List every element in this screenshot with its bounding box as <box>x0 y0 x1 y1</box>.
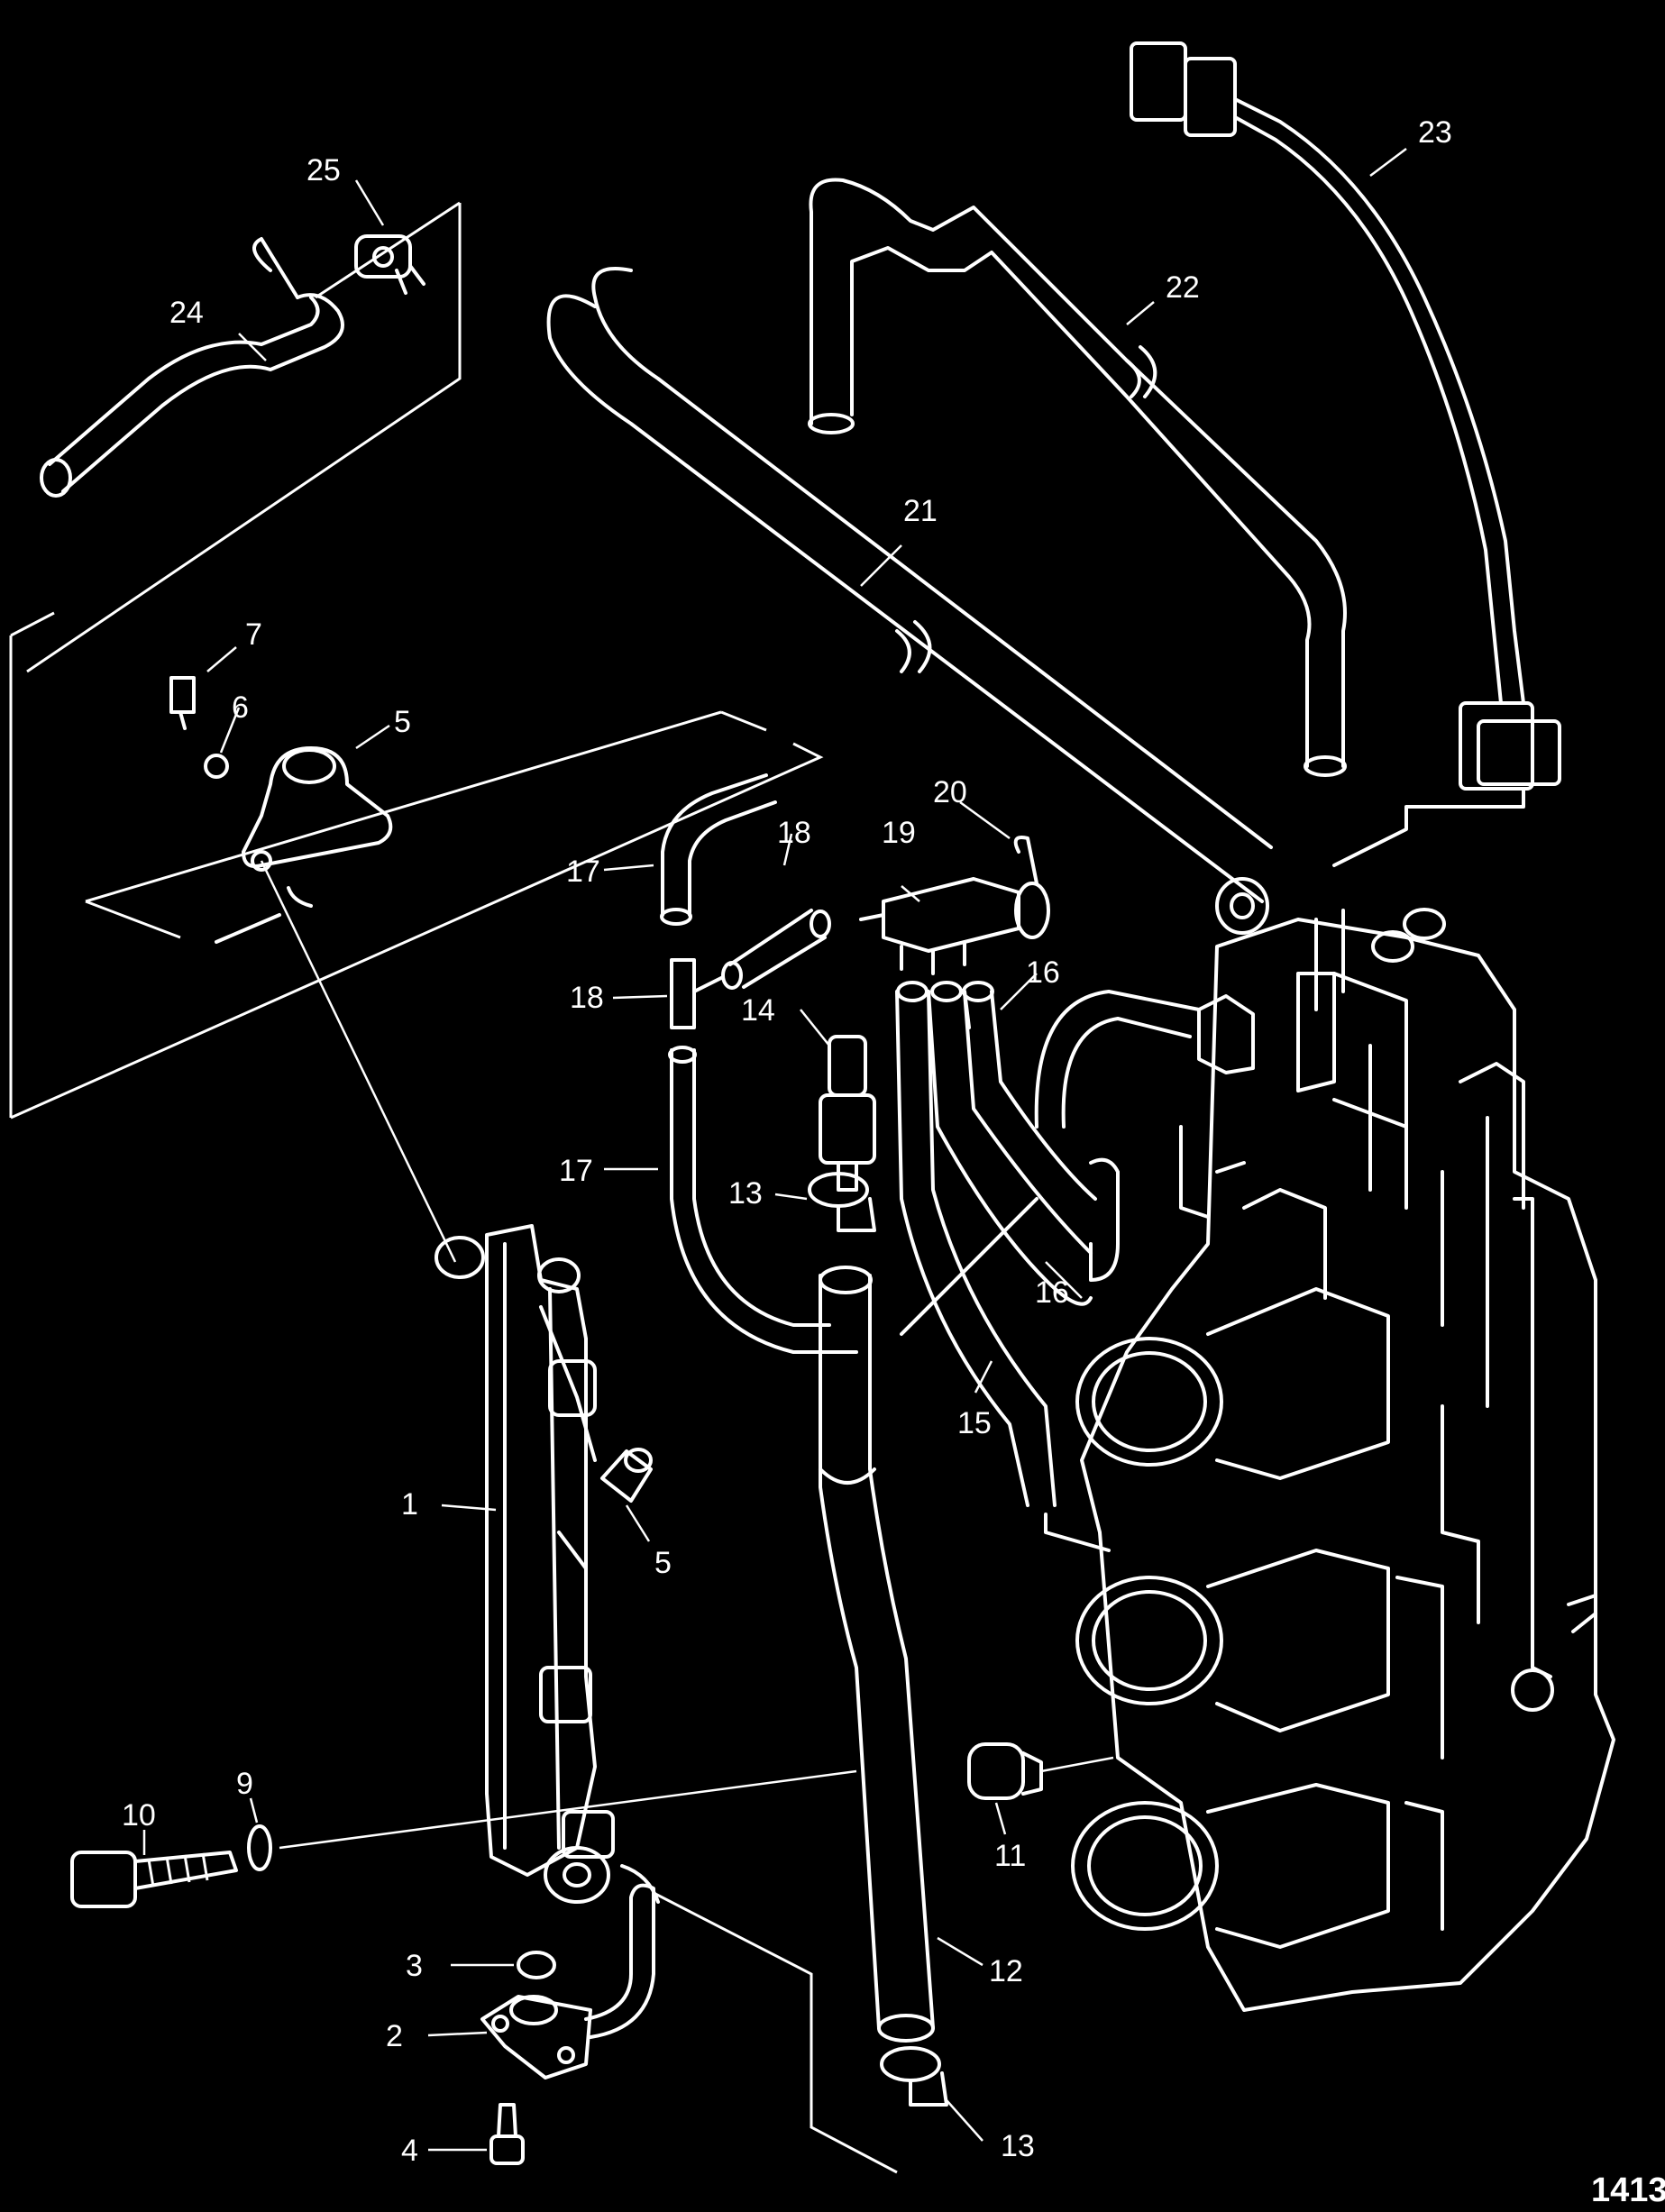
callout-1: 1 <box>401 1487 418 1522</box>
callout-20: 18 <box>777 816 811 850</box>
figure-number: 1413 <box>1591 2171 1665 2209</box>
harness-25 <box>1130 41 1561 867</box>
callout-15: 15 <box>957 1406 992 1440</box>
callout-27: 25 <box>306 153 341 187</box>
washer-9 <box>247 1824 272 1871</box>
callout-26: 24 <box>169 296 204 330</box>
hoses-15-16 <box>895 981 1201 1507</box>
hose-17 <box>668 1046 1038 1354</box>
hose-26 <box>40 237 344 498</box>
screw-4 <box>489 2103 525 2165</box>
part-drawings <box>9 41 1615 2174</box>
part-6-assembly <box>169 676 393 944</box>
leader-lines <box>142 148 1407 2152</box>
clamp-22 <box>1013 836 1050 939</box>
callout-13-lower: 13 <box>1001 2129 1035 2163</box>
hose-12 <box>819 1266 935 2043</box>
part-14 <box>819 1035 876 1192</box>
manifold-21 <box>859 877 1020 975</box>
callout-19: 17 <box>566 855 600 889</box>
hose-23 <box>546 267 1273 935</box>
hose-24 <box>808 178 1347 777</box>
callout-18-label: 18 <box>570 981 604 1015</box>
callout-24: 22 <box>1166 270 1200 305</box>
oring-3 <box>517 1951 556 1979</box>
callout-14: 14 <box>741 993 775 1028</box>
hose-20 <box>721 909 831 990</box>
hose-19 <box>660 773 777 926</box>
callout-6: 5 <box>394 705 411 739</box>
callout-25: 23 <box>1418 115 1452 150</box>
callout-21: 19 <box>882 816 916 850</box>
callout-8: 6 <box>232 690 249 725</box>
callout-16-lower: 16 <box>1035 1275 1069 1310</box>
callout-3: 3 <box>406 1949 423 1983</box>
fuel-rail-1 <box>435 1224 660 1904</box>
part-18 <box>670 958 723 1029</box>
callout-labels: 25 24 23 22 21 7 6 5 20 18 19 17 16 16 1… <box>122 115 1665 2209</box>
part-5 <box>600 1448 653 1503</box>
grommet-11 <box>967 1742 1114 1800</box>
callout-4: 4 <box>401 2134 418 2168</box>
clamp-27 <box>354 234 425 295</box>
callout-10: 10 <box>122 1798 156 1833</box>
callout-17: 17 <box>559 1154 593 1188</box>
bracket-2 <box>480 1883 655 2079</box>
callout-12: 12 <box>989 1954 1023 1988</box>
clamp-13-lower <box>880 2046 948 2107</box>
callout-2: 2 <box>386 2019 403 2053</box>
callout-5: 5 <box>654 1546 672 1580</box>
clamp-13-upper <box>808 1172 876 1232</box>
callout-7: 7 <box>245 617 262 652</box>
callout-16-upper: 16 <box>1026 955 1060 990</box>
callout-23: 21 <box>903 494 938 528</box>
callout-22: 20 <box>933 775 967 809</box>
bolt-10 <box>70 1851 238 1908</box>
callout-11: 11 <box>994 1839 1026 1873</box>
throttle-body-assembly <box>1044 908 1615 2012</box>
callout-13-upper: 13 <box>728 1176 763 1211</box>
callout-9: 9 <box>236 1767 253 1801</box>
